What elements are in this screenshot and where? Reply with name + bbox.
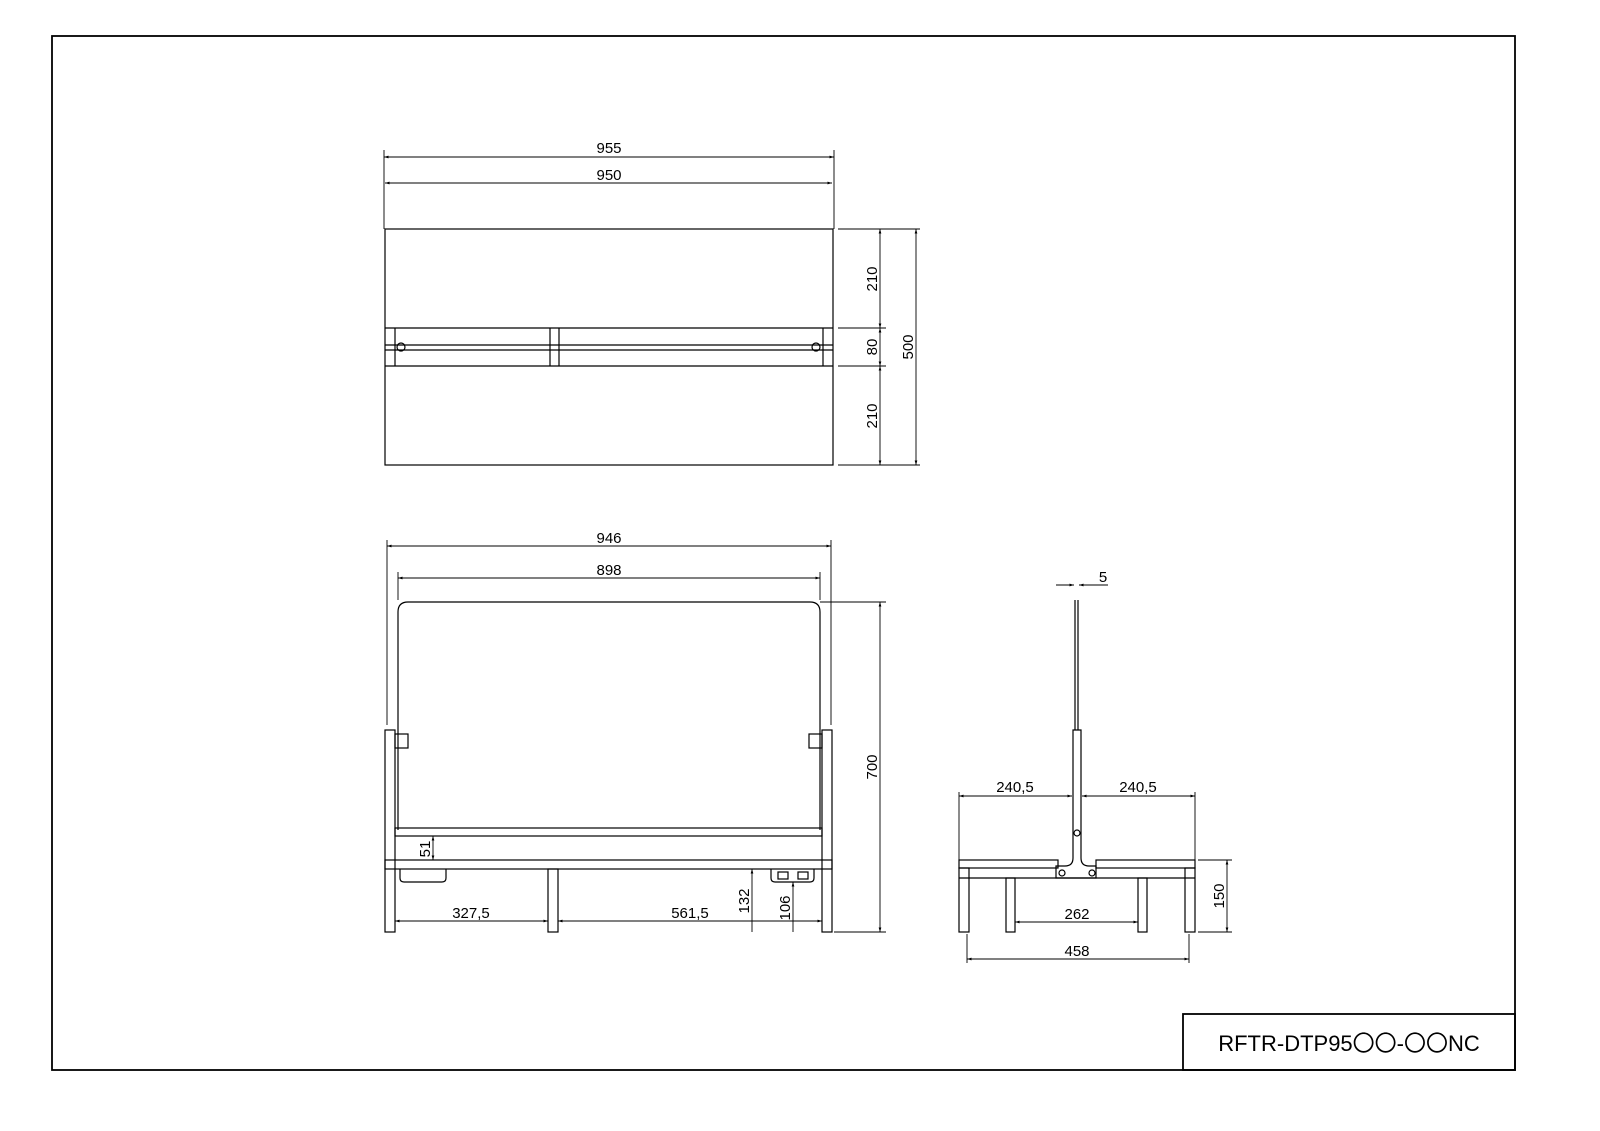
dim-5: 5 (1099, 569, 1107, 586)
dim-210-upper: 210 (864, 266, 881, 291)
front-view: 946 898 700 51 327,5 561,5 132 106 (384, 530, 886, 933)
dim-955: 955 (596, 140, 621, 157)
dim-950: 950 (596, 167, 621, 184)
side-view: 5 240,5 240,5 262 458 150 (958, 569, 1232, 963)
dim-106: 106 (777, 895, 794, 920)
dim-210-lower: 210 (864, 403, 881, 428)
dim-150: 150 (1211, 883, 1228, 908)
title-block: RFTR-DTP95〇〇-〇〇NC (1182, 1013, 1516, 1071)
dim-561-5: 561,5 (671, 905, 709, 922)
dim-946: 946 (596, 530, 621, 547)
dim-240-5-left: 240,5 (996, 779, 1034, 796)
dim-240-5-right: 240,5 (1119, 779, 1157, 796)
drawing-border (51, 35, 1516, 1071)
dim-700: 700 (864, 754, 881, 779)
dim-51: 51 (417, 841, 434, 858)
dim-898: 898 (596, 562, 621, 579)
dim-458: 458 (1064, 943, 1089, 960)
dim-500: 500 (900, 334, 917, 359)
dim-327-5: 327,5 (452, 905, 490, 922)
dim-80: 80 (864, 339, 881, 356)
dim-262: 262 (1064, 906, 1089, 923)
top-view: 955 950 210 80 210 500 (383, 140, 920, 466)
dim-132: 132 (736, 888, 753, 913)
model-number: RFTR-DTP95〇〇-〇〇NC (1218, 1031, 1480, 1056)
